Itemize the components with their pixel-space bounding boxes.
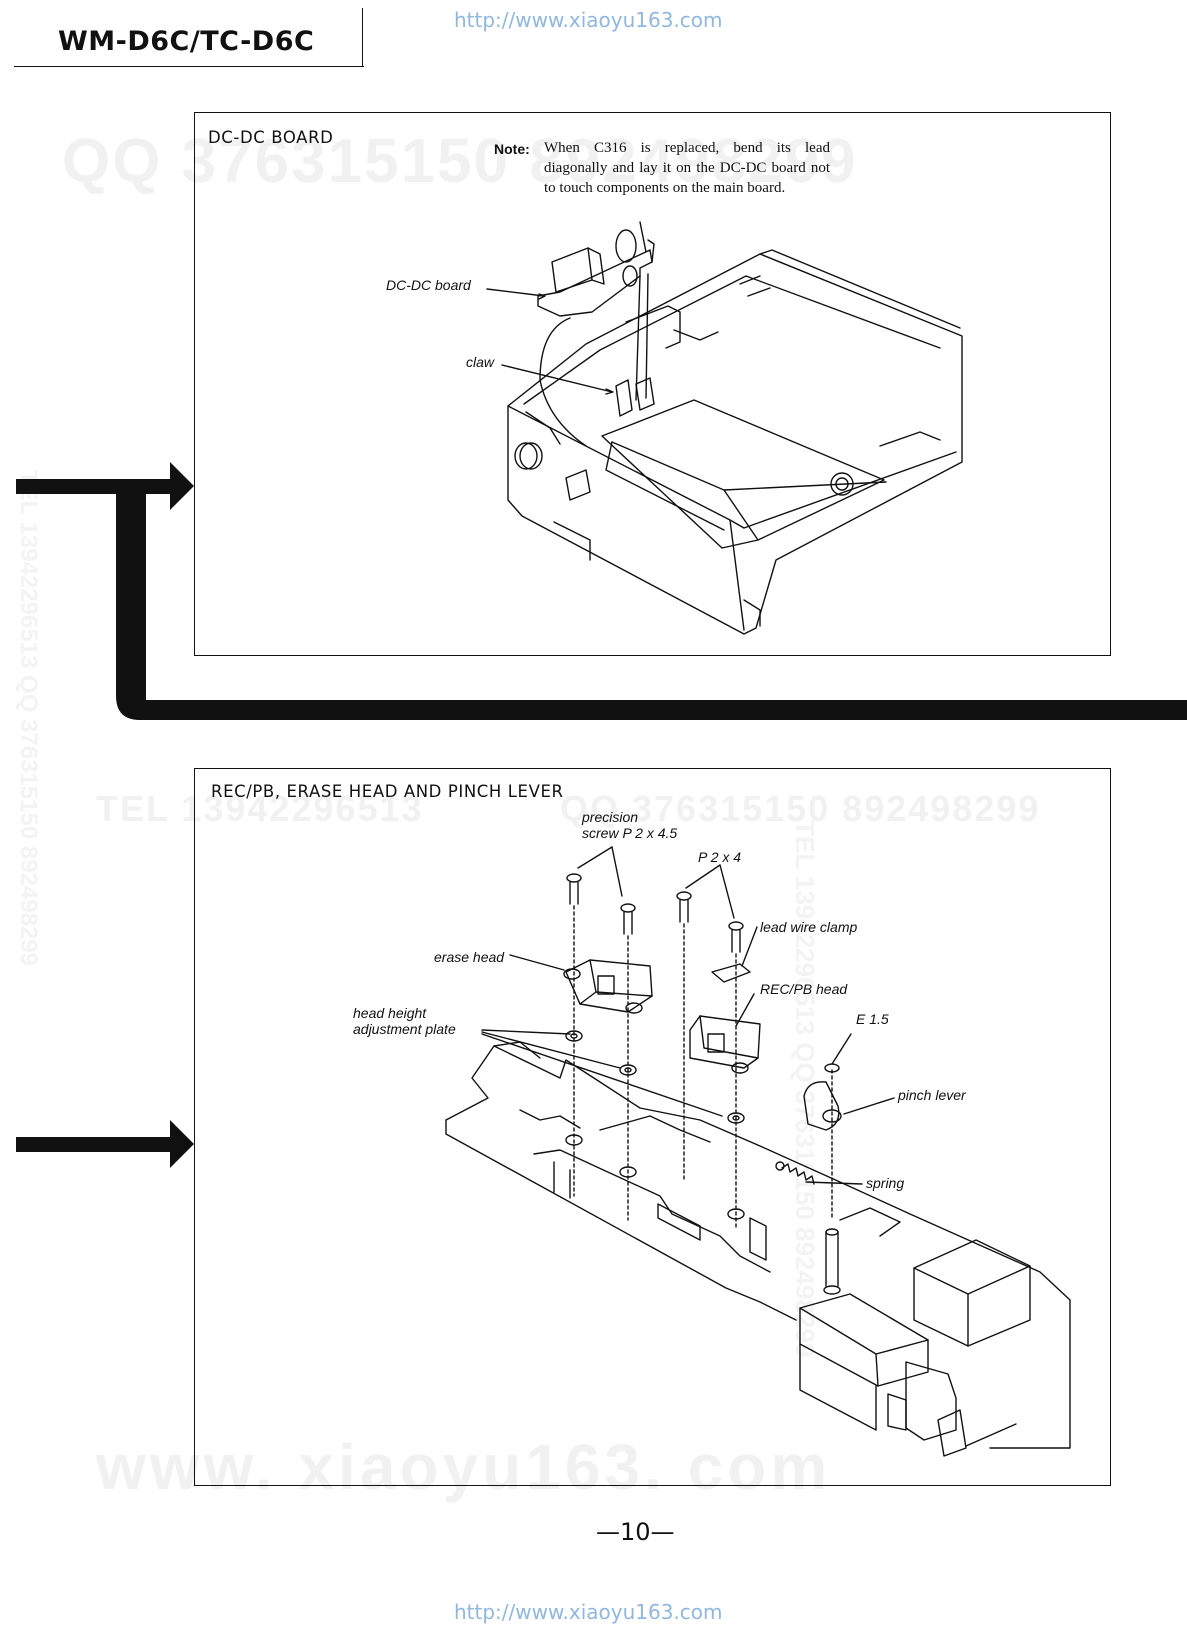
header-rule [14,66,364,67]
spring-callout: spring [866,1175,905,1191]
dcdc-board-callout: DC-DC board [386,277,471,293]
head-height-plate-callout-line2: adjustment plate [353,1021,456,1037]
erase-head-callout: erase head [434,949,505,965]
source-url-bottom[interactable]: http://www.xiaoyu163.com [454,1600,723,1624]
model-title: WM-D6C/TC-D6C [58,26,315,57]
pinch-lever-callout: pinch lever [898,1087,966,1103]
recpb-head-callout: REC/PB head [760,981,848,997]
precision-screw-callout-line2: screw P 2 x 4.5 [582,825,678,841]
heads-pinch-lever-title: REC/PB, ERASE HEAD AND PINCH LEVER [211,782,564,801]
source-url-top[interactable]: http://www.xiaoyu163.com [454,8,723,32]
watermark-www: www. xiaoyu163. com [96,1431,832,1503]
dcdc-board-panel [194,112,1111,656]
precision-screw-callout-line1: precision [582,809,639,825]
dcdc-board-title: DC-DC BOARD [208,128,334,147]
claw-callout: claw [466,354,495,370]
p2x4-screw-callout: P 2 x 4 [698,849,742,865]
header-rule-vertical [362,8,363,66]
heads-pinch-lever-panel [194,768,1111,1486]
note-text: When C316 is replaced, bend its lead dia… [544,140,830,196]
lead-wire-clamp-callout: lead wire clamp [760,919,858,935]
page-number: —10— [596,1518,675,1546]
head-height-plate-callout-line1: head height [353,1005,427,1021]
e15-washer-callout: E 1.5 [856,1011,889,1027]
watermark-tel-row: TEL 13942296513 [96,788,424,829]
watermark-qq-row: QQ 376315150 892498299 [560,788,1041,829]
note-label: Note: [494,141,530,157]
